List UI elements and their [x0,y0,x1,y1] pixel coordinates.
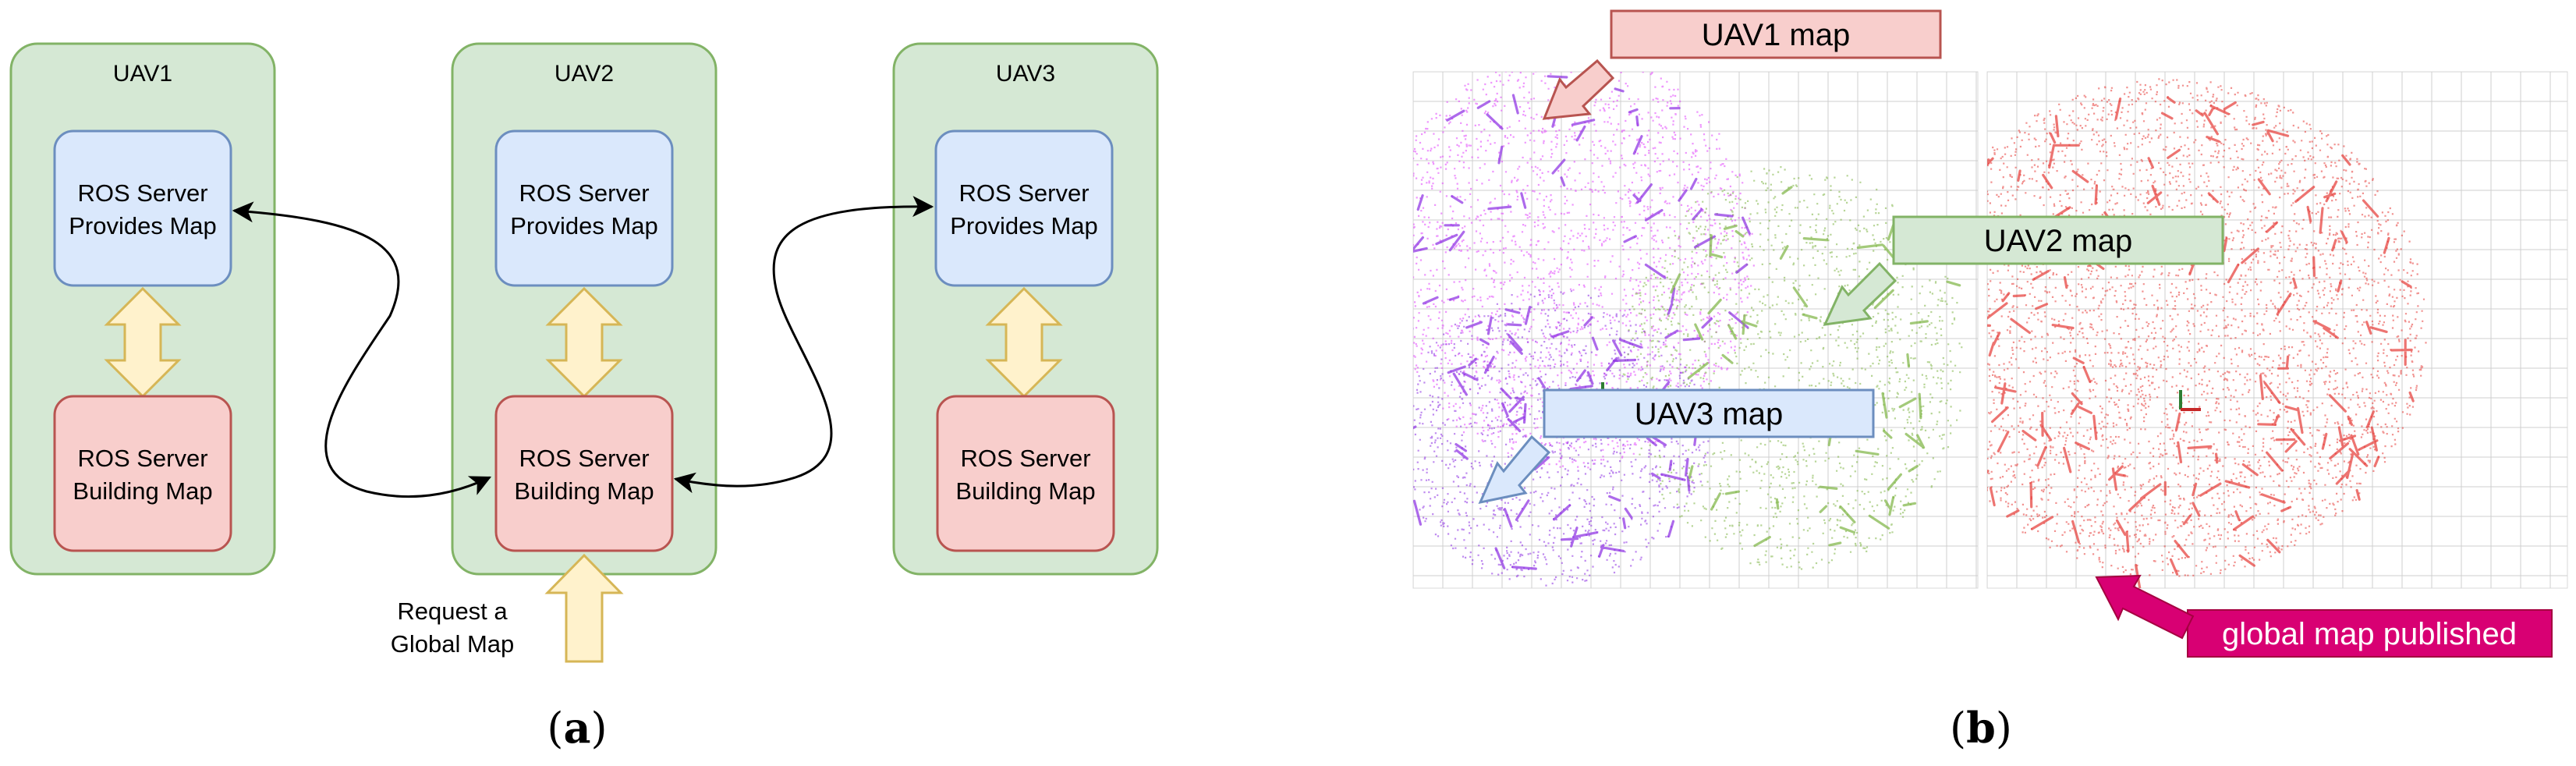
uav3-provides-line1: ROS Server [958,179,1089,207]
caption-b: (b) [1950,703,2012,753]
panel-a: UAV1 ROS Server Provides Map ROS Server … [9,42,1159,753]
uav1-provides-line2: Provides Map [69,212,217,239]
uav3-provides-line2: Provides Map [950,212,1098,239]
global-points [1987,78,2427,577]
uav2-map-label-box [1892,215,2224,265]
uav-maps-pointcloud [1412,71,1979,589]
uav3-provides-map-box [934,129,1114,287]
request-line1: Request a [397,598,508,625]
uav1-building-line1: ROS Server [77,445,207,472]
uav2-provides-map-box [494,129,674,287]
caption-b-letter: b [1966,703,1996,753]
uav3-map-label-box [1543,388,1875,438]
uav1-building-line2: Building Map [73,477,212,505]
request-line2: Global Map [391,630,515,658]
uav3-group: UAV3 ROS Server Provides Map ROS Server … [892,42,1159,576]
request-global-map-arrow [544,553,624,663]
global-map-label: global map published [2222,617,2517,651]
uav2-building-map-box [494,395,674,552]
uav1-map-label-box [1610,9,1942,59]
uav2-map-pointer-arrow [1823,261,1897,326]
uav3-map-pointer-arrow [1478,434,1551,505]
global-map-pointcloud [1986,71,2568,589]
uav1-group: UAV1 ROS Server Provides Map ROS Server … [9,42,276,576]
uav2-title: UAV2 [555,61,614,87]
caption-b-open: ( [1950,704,1966,753]
uav2-provides-line2: Provides Map [510,212,658,239]
uav2-group: UAV2 ROS Server Provides Map ROS Server … [451,42,718,576]
global-map-background [1986,71,2568,589]
connector-uav3-provides-to-uav2-building [673,196,934,494]
uav1-building-map-box [53,395,232,552]
panel-b: UAV1 map UAV2 map UAV3 map global map pu… [1412,9,2568,753]
caption-a-open: ( [547,704,563,753]
global-map-label-box [2187,609,2553,658]
map-grid-lines [1987,72,2567,588]
uav3-title: UAV3 [996,61,1055,87]
global-map-grid [1987,72,2567,588]
uav2-points [1622,166,1963,570]
uav3-building-map-box [936,395,1115,552]
uav1-provides-line1: ROS Server [77,179,207,207]
uav1-provides-map-box [53,129,232,287]
uav2-building-line2: Building Map [514,477,654,505]
uav1-map-label: UAV1 map [1702,18,1850,52]
uav3-building-line1: ROS Server [960,445,1090,472]
global-map-pointer-arrow [2095,574,2195,640]
uav2-building-line1: ROS Server [519,445,649,472]
caption-b-close: ) [1996,704,2012,753]
uav1-map-pointer-arrow [1542,59,1615,120]
caption-a: (a) [547,703,607,753]
uav1-title: UAV1 [113,61,172,87]
uav3-building-line2: Building Map [955,477,1095,505]
uav3-map-label: UAV3 map [1635,397,1783,431]
caption-a-close: ) [591,704,608,753]
uav-maps-background [1412,71,1979,589]
caption-a-letter: a [564,703,591,753]
uav2-map-label: UAV2 map [1984,224,2132,258]
connector-uav1-provides-to-uav2-building [232,201,492,498]
uav2-provides-line1: ROS Server [519,179,649,207]
